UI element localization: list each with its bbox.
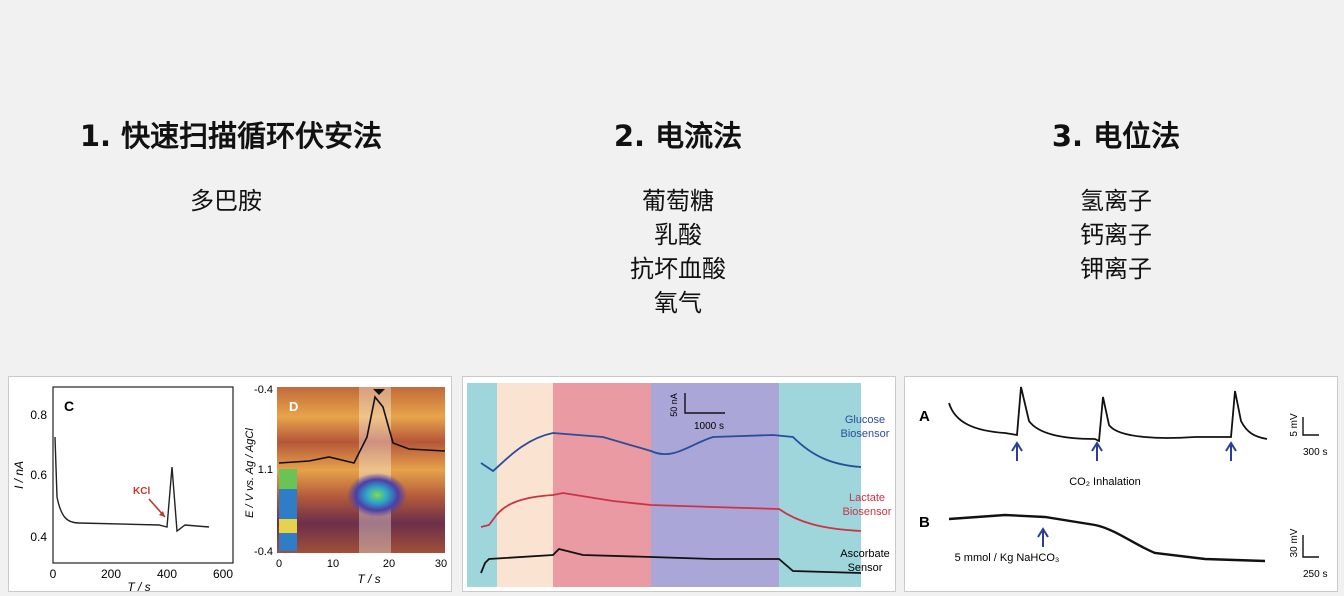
arrow-a <box>1091 441 1103 461</box>
d-xtick: 0 <box>276 558 282 570</box>
band-1 <box>467 383 497 587</box>
d-hotspot <box>347 473 407 517</box>
panel-c-label: C <box>64 398 74 414</box>
lactate-trace <box>480 492 862 532</box>
ascorbate-trace <box>480 548 862 574</box>
d-highlight <box>359 387 391 553</box>
scale-current: 50 nA <box>669 393 679 417</box>
c-xtick: 0 <box>50 567 57 581</box>
trace-b <box>948 513 1266 563</box>
d-ytick: -0.4 <box>254 384 273 396</box>
c-ytick: 0.4 <box>30 530 47 544</box>
c-ytick: 0.8 <box>30 408 47 422</box>
c-xlabel: T / s <box>127 580 150 592</box>
arrow-a <box>1011 441 1023 461</box>
c-xtick: 200 <box>101 567 121 581</box>
arrow-b <box>1037 527 1049 547</box>
analyte-list: 氢离子 钙离子 钾离子 <box>1016 184 1216 286</box>
column-title: 3. 电位法 <box>1051 119 1181 153</box>
analyte-item: 钾离子 <box>1080 255 1152 283</box>
d-xtick: 20 <box>383 558 395 570</box>
c-ylabel: I / nA <box>12 461 26 489</box>
scale-b <box>1302 535 1319 558</box>
analyte-item: 乳酸 <box>654 221 702 249</box>
analyte-item: 葡萄糖 <box>642 187 714 215</box>
kcl-arrowhead <box>159 511 165 517</box>
panel-d-label: D <box>289 399 298 414</box>
lactate-label-2: Biosensor <box>843 506 892 518</box>
annot-a: CO₂ Inhalation <box>1069 476 1141 488</box>
band-3 <box>553 383 651 587</box>
panel-c-frame <box>52 386 234 564</box>
d-xtick: 10 <box>327 558 339 570</box>
c-trace <box>54 436 210 533</box>
amperometry-figure-svg: 50 nA 1000 s Glucose Biosensor Lactate B… <box>467 383 892 587</box>
d-colorbar-segment <box>279 469 297 489</box>
column-amperometry: 2. 电流法 葡萄糖 乳酸 抗坏血酸 氧气 <box>578 116 778 320</box>
d-xlabel: T / s <box>357 572 380 586</box>
analyte-item: 抗坏血酸 <box>630 255 726 283</box>
d-ylabel: E / V vs. Ag / AgCl <box>244 428 256 518</box>
c-xtick: 400 <box>157 567 177 581</box>
band-2 <box>497 383 553 587</box>
column-potentiometry: 3. 电位法 氢离子 钙离子 钾离子 <box>1016 116 1216 286</box>
figure-fscv: C 0.8 0.6 0.4 I / nA 0 200 400 600 T / s… <box>8 376 452 592</box>
kcl-label: KCl <box>133 486 150 497</box>
trace-a <box>948 386 1268 443</box>
analyte-item: 钙离子 <box>1080 221 1152 249</box>
scale-b-t: 250 s <box>1303 569 1327 580</box>
d-trace <box>278 395 446 464</box>
figure-potentiometry: A CO₂ Inhalation 5 mV 300 s B 5 mmol / K… <box>904 376 1338 592</box>
analyte-item: 氢离子 <box>1080 187 1152 215</box>
d-xtick: 30 <box>435 558 447 570</box>
d-colorbar-segment <box>279 519 297 533</box>
column-title: 1. 快速扫描循环伏安法 <box>79 119 383 153</box>
glucose-trace <box>480 432 862 473</box>
fscv-figure-svg: C 0.8 0.6 0.4 I / nA 0 200 400 600 T / s… <box>12 384 447 592</box>
panel-b-label: B <box>919 514 930 531</box>
scale-b-v: 30 mV <box>1289 528 1300 557</box>
scale-time: 1000 s <box>694 421 724 432</box>
ascorbate-label-1: Ascorbate <box>840 548 890 560</box>
d-ytick: -0.4 <box>254 546 273 558</box>
analyte-list: 多巴胺 <box>56 184 406 218</box>
analyte-item: 氧气 <box>654 289 702 317</box>
lactate-label-1: Lactate <box>849 492 885 504</box>
arrow-a <box>1225 441 1237 461</box>
d-ytick: 1.1 <box>258 464 273 476</box>
scale-a-t: 300 s <box>1303 447 1327 458</box>
ascorbate-label-2: Sensor <box>848 562 883 574</box>
column-title: 2. 电流法 <box>613 119 743 153</box>
column-fscv: 1. 快速扫描循环伏安法 多巴胺 <box>56 116 406 218</box>
scale-a-v: 5 mV <box>1289 413 1300 437</box>
scale-bar <box>684 393 725 414</box>
panel-a-label: A <box>919 408 930 425</box>
d-heatmap <box>277 387 445 553</box>
analyte-item: 多巴胺 <box>190 187 262 215</box>
glucose-label-1: Glucose <box>845 414 885 426</box>
band-4 <box>651 383 779 587</box>
d-marker <box>373 389 385 395</box>
c-ytick: 0.6 <box>30 468 47 482</box>
scale-a <box>1302 417 1319 436</box>
potentiometry-figure-svg: A CO₂ Inhalation 5 mV 300 s B 5 mmol / K… <box>919 386 1327 580</box>
c-xtick: 600 <box>213 567 233 581</box>
analyte-list: 葡萄糖 乳酸 抗坏血酸 氧气 <box>578 184 778 320</box>
annot-b: 5 mmol / Kg NaHCO₃ <box>955 552 1060 564</box>
glucose-label-2: Biosensor <box>841 428 890 440</box>
figure-amperometry: 50 nA 1000 s Glucose Biosensor Lactate B… <box>462 376 896 592</box>
band-5 <box>779 383 861 587</box>
